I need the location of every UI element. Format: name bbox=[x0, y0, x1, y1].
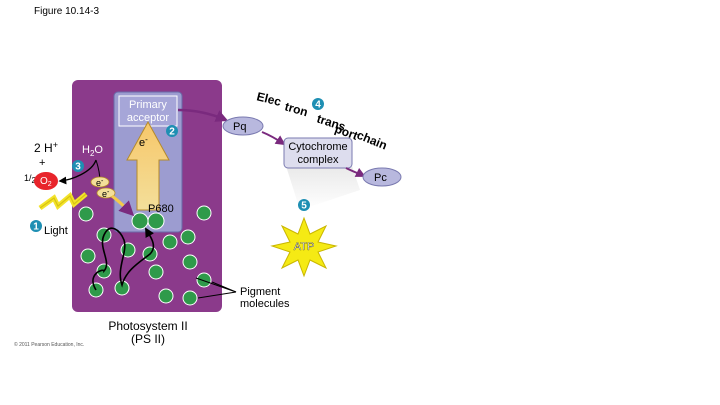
water-oxygen: O bbox=[94, 144, 103, 156]
atp-label: ATP bbox=[294, 241, 315, 253]
pigment-molecule bbox=[78, 206, 94, 222]
oxygen-subscript: 2 bbox=[48, 181, 52, 188]
step-badge-4: 4 bbox=[312, 98, 324, 111]
electron-minus-1: - bbox=[101, 178, 104, 185]
step-badge-5: 5 bbox=[298, 199, 310, 212]
pigment-molecule bbox=[182, 290, 198, 306]
half-label: 1/2 bbox=[24, 173, 37, 185]
pigment-pointer-3 bbox=[197, 291, 237, 299]
p680-label: P680 bbox=[148, 203, 174, 215]
step-4-number: 4 bbox=[315, 100, 321, 111]
water-subscript: 2 bbox=[90, 149, 95, 158]
pigment-molecules-label: Pigment bbox=[240, 286, 280, 298]
electron-minus: - bbox=[145, 135, 148, 144]
oxygen-molecule bbox=[34, 172, 58, 190]
cytochrome-complex bbox=[283, 137, 353, 169]
step-5-number: 5 bbox=[301, 201, 307, 212]
water-label: H2O bbox=[82, 144, 103, 158]
pc-carrier bbox=[362, 167, 402, 187]
pigment-molecule bbox=[114, 280, 130, 296]
antenna-pigments bbox=[78, 205, 212, 306]
light-bolt-icon-inner bbox=[39, 193, 87, 209]
electron-label-top: e- bbox=[139, 135, 148, 149]
step-badge-2: 2 bbox=[166, 125, 178, 138]
step-3-number: 3 bbox=[75, 162, 81, 173]
photosystem-label-2: (PS II) bbox=[131, 332, 165, 346]
step-1-number: 1 bbox=[33, 222, 39, 233]
pigment-molecule bbox=[80, 248, 96, 264]
oxygen-label: O2 bbox=[40, 176, 52, 188]
acceptor-to-pq-arrow bbox=[177, 108, 229, 122]
pigment-molecule bbox=[180, 229, 196, 245]
copyright-notice: © 2011 Pearson Education, Inc. bbox=[14, 341, 84, 348]
water-split-arrow bbox=[58, 159, 97, 185]
electron-token-1 bbox=[90, 176, 110, 188]
energy-transfer-path bbox=[92, 227, 155, 291]
pc-label: Pc bbox=[374, 172, 387, 184]
pigment-molecule bbox=[196, 205, 212, 221]
p680-pigment-left bbox=[131, 212, 149, 230]
pigment-molecule bbox=[162, 234, 178, 250]
electron-token-1-label: e- bbox=[96, 178, 104, 188]
protons-label: 2 H+ bbox=[34, 140, 58, 155]
plus-sign: + bbox=[39, 157, 45, 169]
pq-carrier bbox=[222, 116, 264, 136]
cytochrome-fade bbox=[286, 166, 360, 210]
electron-minus-2: - bbox=[107, 189, 110, 196]
starburst-icon bbox=[270, 216, 338, 278]
cytochrome-label: Cytochrome bbox=[288, 141, 347, 153]
step-badge-1: 1 bbox=[30, 220, 42, 233]
electron-token-2-label: e- bbox=[102, 189, 110, 199]
step-badge-3: 3 bbox=[72, 160, 84, 173]
protons-charge: + bbox=[53, 140, 58, 150]
etc-word-1: Elec bbox=[255, 89, 283, 109]
half-denominator: 2 bbox=[32, 176, 37, 185]
pq-label: Pq bbox=[233, 121, 246, 133]
etc-word-2: tron bbox=[283, 99, 309, 119]
light-label: Light bbox=[44, 225, 68, 237]
electron-energy-arrow bbox=[126, 120, 170, 211]
figure-title: Figure 10.14-3 bbox=[34, 6, 99, 17]
electron-token-2 bbox=[96, 187, 116, 199]
pigment-pointer-2 bbox=[211, 281, 237, 293]
photosystem-label: Photosystem II bbox=[108, 319, 187, 333]
electron-to-p680-arrow bbox=[111, 194, 135, 217]
primary-acceptor-label: Primary bbox=[129, 99, 167, 111]
pigment-molecule bbox=[182, 254, 198, 270]
primary-acceptor-label-2: acceptor bbox=[127, 112, 170, 124]
cytochrome-label-2: complex bbox=[298, 154, 339, 166]
pigment-molecules-label-2: molecules bbox=[240, 298, 290, 310]
pq-to-cytochrome-arrow bbox=[261, 131, 286, 146]
step-2-number: 2 bbox=[169, 127, 175, 138]
pigment-molecule bbox=[196, 272, 212, 288]
etc-word-5: chain bbox=[355, 128, 389, 153]
p680-pigment-right bbox=[147, 212, 165, 230]
pigment-molecule bbox=[148, 264, 164, 280]
pigment-molecule bbox=[158, 288, 174, 304]
